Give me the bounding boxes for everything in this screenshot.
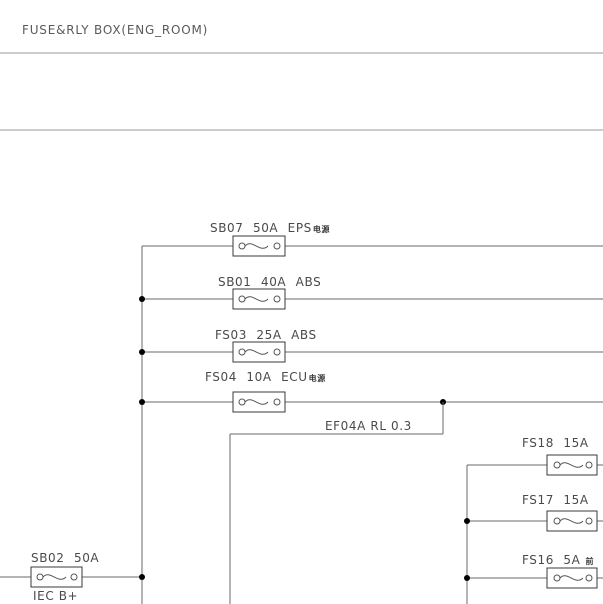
fuse-sb07[interactable]: SB07 50A EPS电源	[142, 221, 603, 257]
fuse-sb02-label: SB02 50A	[31, 551, 99, 565]
junction-dot	[139, 399, 145, 405]
wire-ef04a: EF04A RL 0.3	[229, 402, 444, 604]
fuse-symbol-icon	[238, 295, 281, 303]
fuse-symbol-icon	[238, 242, 281, 250]
wire-ef04a-label: EF04A RL 0.3	[325, 419, 412, 433]
fuse-fs03-box	[232, 341, 286, 363]
fuse-sb07-box	[232, 235, 286, 257]
fuse-fs03-label: FS03 25A ABS	[215, 328, 317, 342]
fuse-fs04-box	[232, 391, 286, 413]
fuse-fs04[interactable]: FS04 10A ECU电源	[139, 370, 603, 413]
fuse-fs18-label: FS18 15A	[522, 436, 589, 450]
fuse-symbol-icon	[238, 348, 281, 356]
fuse-symbol-icon	[553, 461, 593, 469]
fuse-symbol-icon	[36, 573, 78, 581]
fuse-symbol-icon	[553, 517, 593, 525]
fuse-symbol-icon	[553, 574, 593, 582]
fuse-sb01-box	[232, 288, 286, 310]
fuse-sb07-label: SB07 50A EPS电源	[210, 221, 330, 235]
junction-dot	[139, 574, 145, 580]
fuse-fs03[interactable]: FS03 25A ABS	[139, 328, 603, 363]
fuse-sb02[interactable]: SB02 50A IEC B+	[0, 551, 145, 603]
fuse-fs18[interactable]: FS18 15A	[467, 436, 603, 476]
junction-dot	[139, 296, 145, 302]
fuse-fs17-label: FS17 15A	[522, 493, 589, 507]
fuse-symbol-icon	[238, 398, 281, 406]
fuse-sb02-box	[30, 566, 83, 588]
fuse-fs17[interactable]: FS17 15A	[464, 493, 603, 532]
fuse-sb01-label: SB01 40A ABS	[218, 275, 321, 289]
fuse-sb01[interactable]: SB01 40A ABS	[139, 275, 603, 310]
source-label: IEC B+	[33, 589, 78, 603]
diagram-title: FUSE&RLY BOX(ENG_ROOM)	[22, 23, 208, 37]
fuse-fs04-label: FS04 10A ECU电源	[205, 370, 326, 384]
junction-dot	[464, 518, 470, 524]
junction-dot	[139, 349, 145, 355]
junction-dot	[464, 575, 470, 581]
